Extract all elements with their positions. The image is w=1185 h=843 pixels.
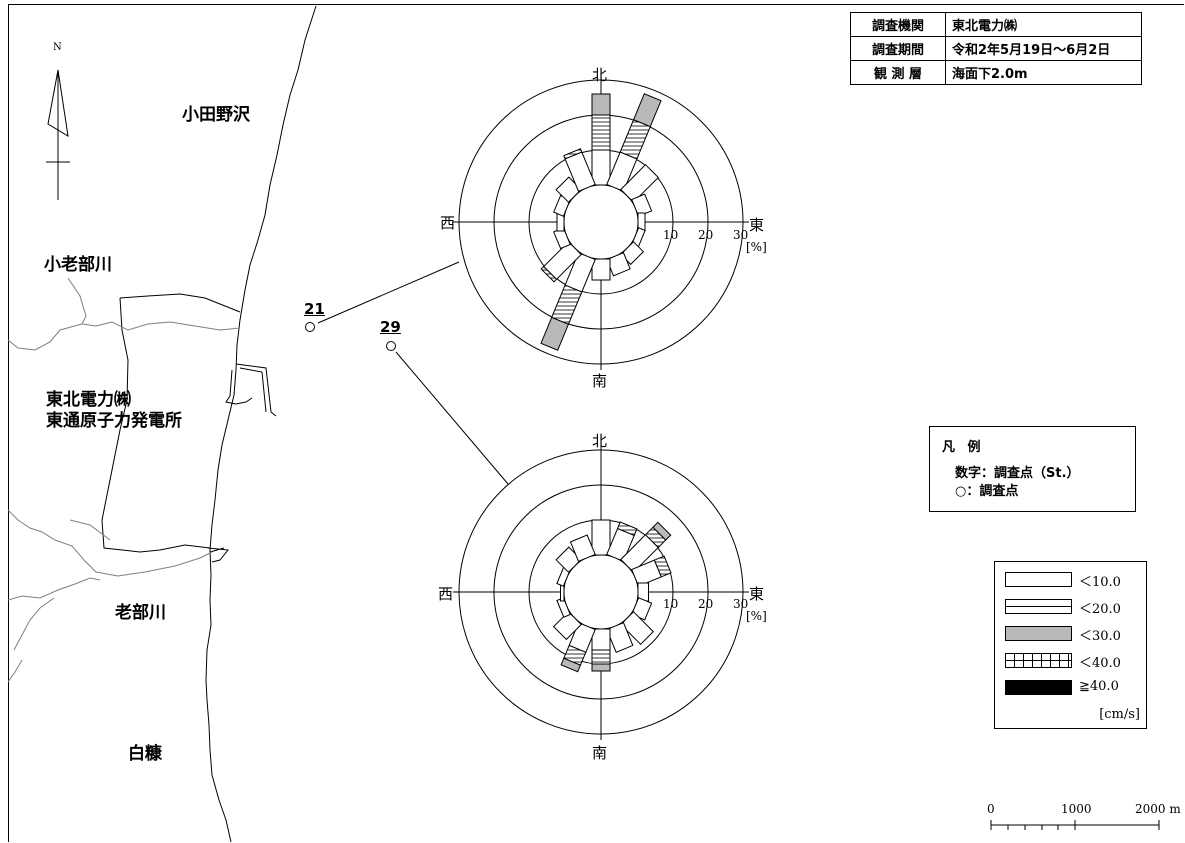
rose-b-west-label: 西 [438,585,454,603]
rose-a-tick-20: 20 [698,228,714,242]
rivers [7,277,241,683]
rose-b-south-label: 南 [592,744,608,762]
rose-a-tick-10: 10 [663,228,679,242]
place-odanosawa: 小田野沢 [182,105,250,125]
current-rose-st29 [453,444,749,740]
scale-label-0: 0 [987,802,995,816]
rose-ring-30 [458,449,744,735]
symbol-legend: 凡 例 数字：調査点（St.） ○：調査点 [929,426,1136,512]
rose-bar-sse-seg1 [606,622,634,653]
legend-number-entry: 数字：調査点（St.） [955,466,1080,481]
speed-class-label: ＜20.0 [1079,602,1121,617]
rose-a-east-label: 東 [749,216,765,234]
rose-b-north-label: 北 [592,432,608,450]
rose-bar-sw-seg1 [552,611,582,641]
rose-bar-s-seg1 [591,628,611,651]
rose-bar-s-seg3 [591,663,611,672]
legend-title: 凡 例 [942,440,985,455]
swatch-grid-icon [1005,653,1072,668]
rose-a-west-label: 西 [440,214,456,232]
rose-bar-ssw-seg2 [551,284,583,325]
rose-b-tick-30: 30 [733,597,749,611]
place-oppegawa: 老部川 [115,603,166,623]
place-plant-line1: 東北電力㈱ [46,390,131,410]
map-frame [8,4,1184,842]
harbor [207,363,277,563]
swatch-gray-icon [1005,626,1072,641]
rose-ring-20 [493,484,709,700]
station-21-marker[interactable] [305,322,315,332]
rose-bar-ne-seg1 [620,163,660,203]
rose-bar-n-seg1 [591,519,611,556]
place-plant-line2: 東通原子力発電所 [46,411,182,431]
rose-a-south-label: 南 [592,372,608,390]
place-oippegawa: 小老部川 [44,255,112,275]
rose-bar-wsw-seg1 [556,597,571,618]
scale-bar-icon [990,820,1160,830]
rose-bar-nne-seg3 [632,93,662,128]
rose-bar-ene-seg1 [631,193,653,217]
circle-symbol-icon: ○ [955,484,967,499]
swatch-horizontal-icon [1005,599,1072,614]
place-shiranuka: 白糠 [128,744,162,764]
rose-bar-s-seg1 [591,258,611,281]
rose-bar-ene-seg2 [653,555,672,578]
rose-bar-nne-seg2 [616,521,638,537]
coastline [205,5,317,843]
rose-bar-n-seg2 [591,114,611,151]
rose-a-north-label: 北 [592,66,608,84]
info-value: 東北電力㈱ [945,12,1142,37]
rose-bar-sw-seg2 [540,265,558,283]
legend-circle-text: ：調査点 [966,484,1019,499]
rose-a-unit: [%] [746,240,767,254]
info-key: 調査機関 [850,12,946,37]
info-row-period: 調査期間 令和2年5月19日〜6月2日 [850,36,1142,61]
rose-bar-nnw-seg1 [569,534,596,562]
rose-bar-nne-seg2 [619,119,651,160]
station-21-label[interactable]: 21 [304,300,325,318]
rose-b-tick-10: 10 [663,597,679,611]
rose-ring-30 [458,79,744,365]
station-29-label[interactable]: 29 [380,318,401,336]
rose-bar-ne-seg3 [652,521,672,541]
rose-a-tick-30: 30 [733,228,749,242]
rose-b-tick-20: 20 [698,597,714,611]
speed-legend: ＜10.0 ＜20.0 ＜30.0 ＜40.0 ≧40.0 [cm/s] [994,561,1147,729]
info-value: 海面下2.0m [945,60,1142,85]
info-row-layer: 観 測 層 海面下2.0m [850,60,1142,85]
plant-boundary [101,293,241,553]
legend-circle-entry: ○：調査点 [955,480,1018,499]
rose-b-unit: [%] [746,609,767,623]
rose-bar-n-seg3 [591,93,611,116]
rose-bar-ssw-seg3 [560,657,582,673]
speed-class-label: ＜30.0 [1079,629,1121,644]
swatch-black-icon [1005,680,1072,695]
scale-label-1000: 1000 [1061,802,1092,816]
rose-b-east-label: 東 [749,585,765,603]
current-rose-st21 [453,74,749,370]
station-29-marker[interactable] [386,341,396,351]
survey-info-table: 調査機関 東北電力㈱ 調査期間 令和2年5月19日〜6月2日 観 測 層 海面下… [850,12,1142,85]
rose-bar-nnw-seg2 [563,148,583,160]
swatch-empty-icon [1005,572,1072,587]
scale-label-2000: 2000 m [1135,802,1181,816]
rose-bar-se-seg1 [620,611,655,646]
north-arrow-icon [46,69,70,200]
rose-bar-s-seg2 [591,649,611,665]
info-key: 観 測 層 [850,60,946,85]
north-label: N [53,42,62,53]
rose-bar-n-seg1 [591,149,611,186]
speed-class-label: ＜40.0 [1079,656,1121,671]
info-row-agency: 調査機関 東北電力㈱ [850,12,1142,37]
rose-bar-ssw-seg3 [540,316,570,351]
speed-unit-label: [cm/s] [1099,707,1140,722]
info-value: 令和2年5月19日〜6月2日 [945,36,1142,61]
speed-class-label: ＜10.0 [1079,575,1121,590]
station-leaders [317,261,509,485]
speed-class-label: ≧40.0 [1079,679,1119,694]
info-key: 調査期間 [850,36,946,61]
rose-bar-sse-seg1 [606,252,631,277]
